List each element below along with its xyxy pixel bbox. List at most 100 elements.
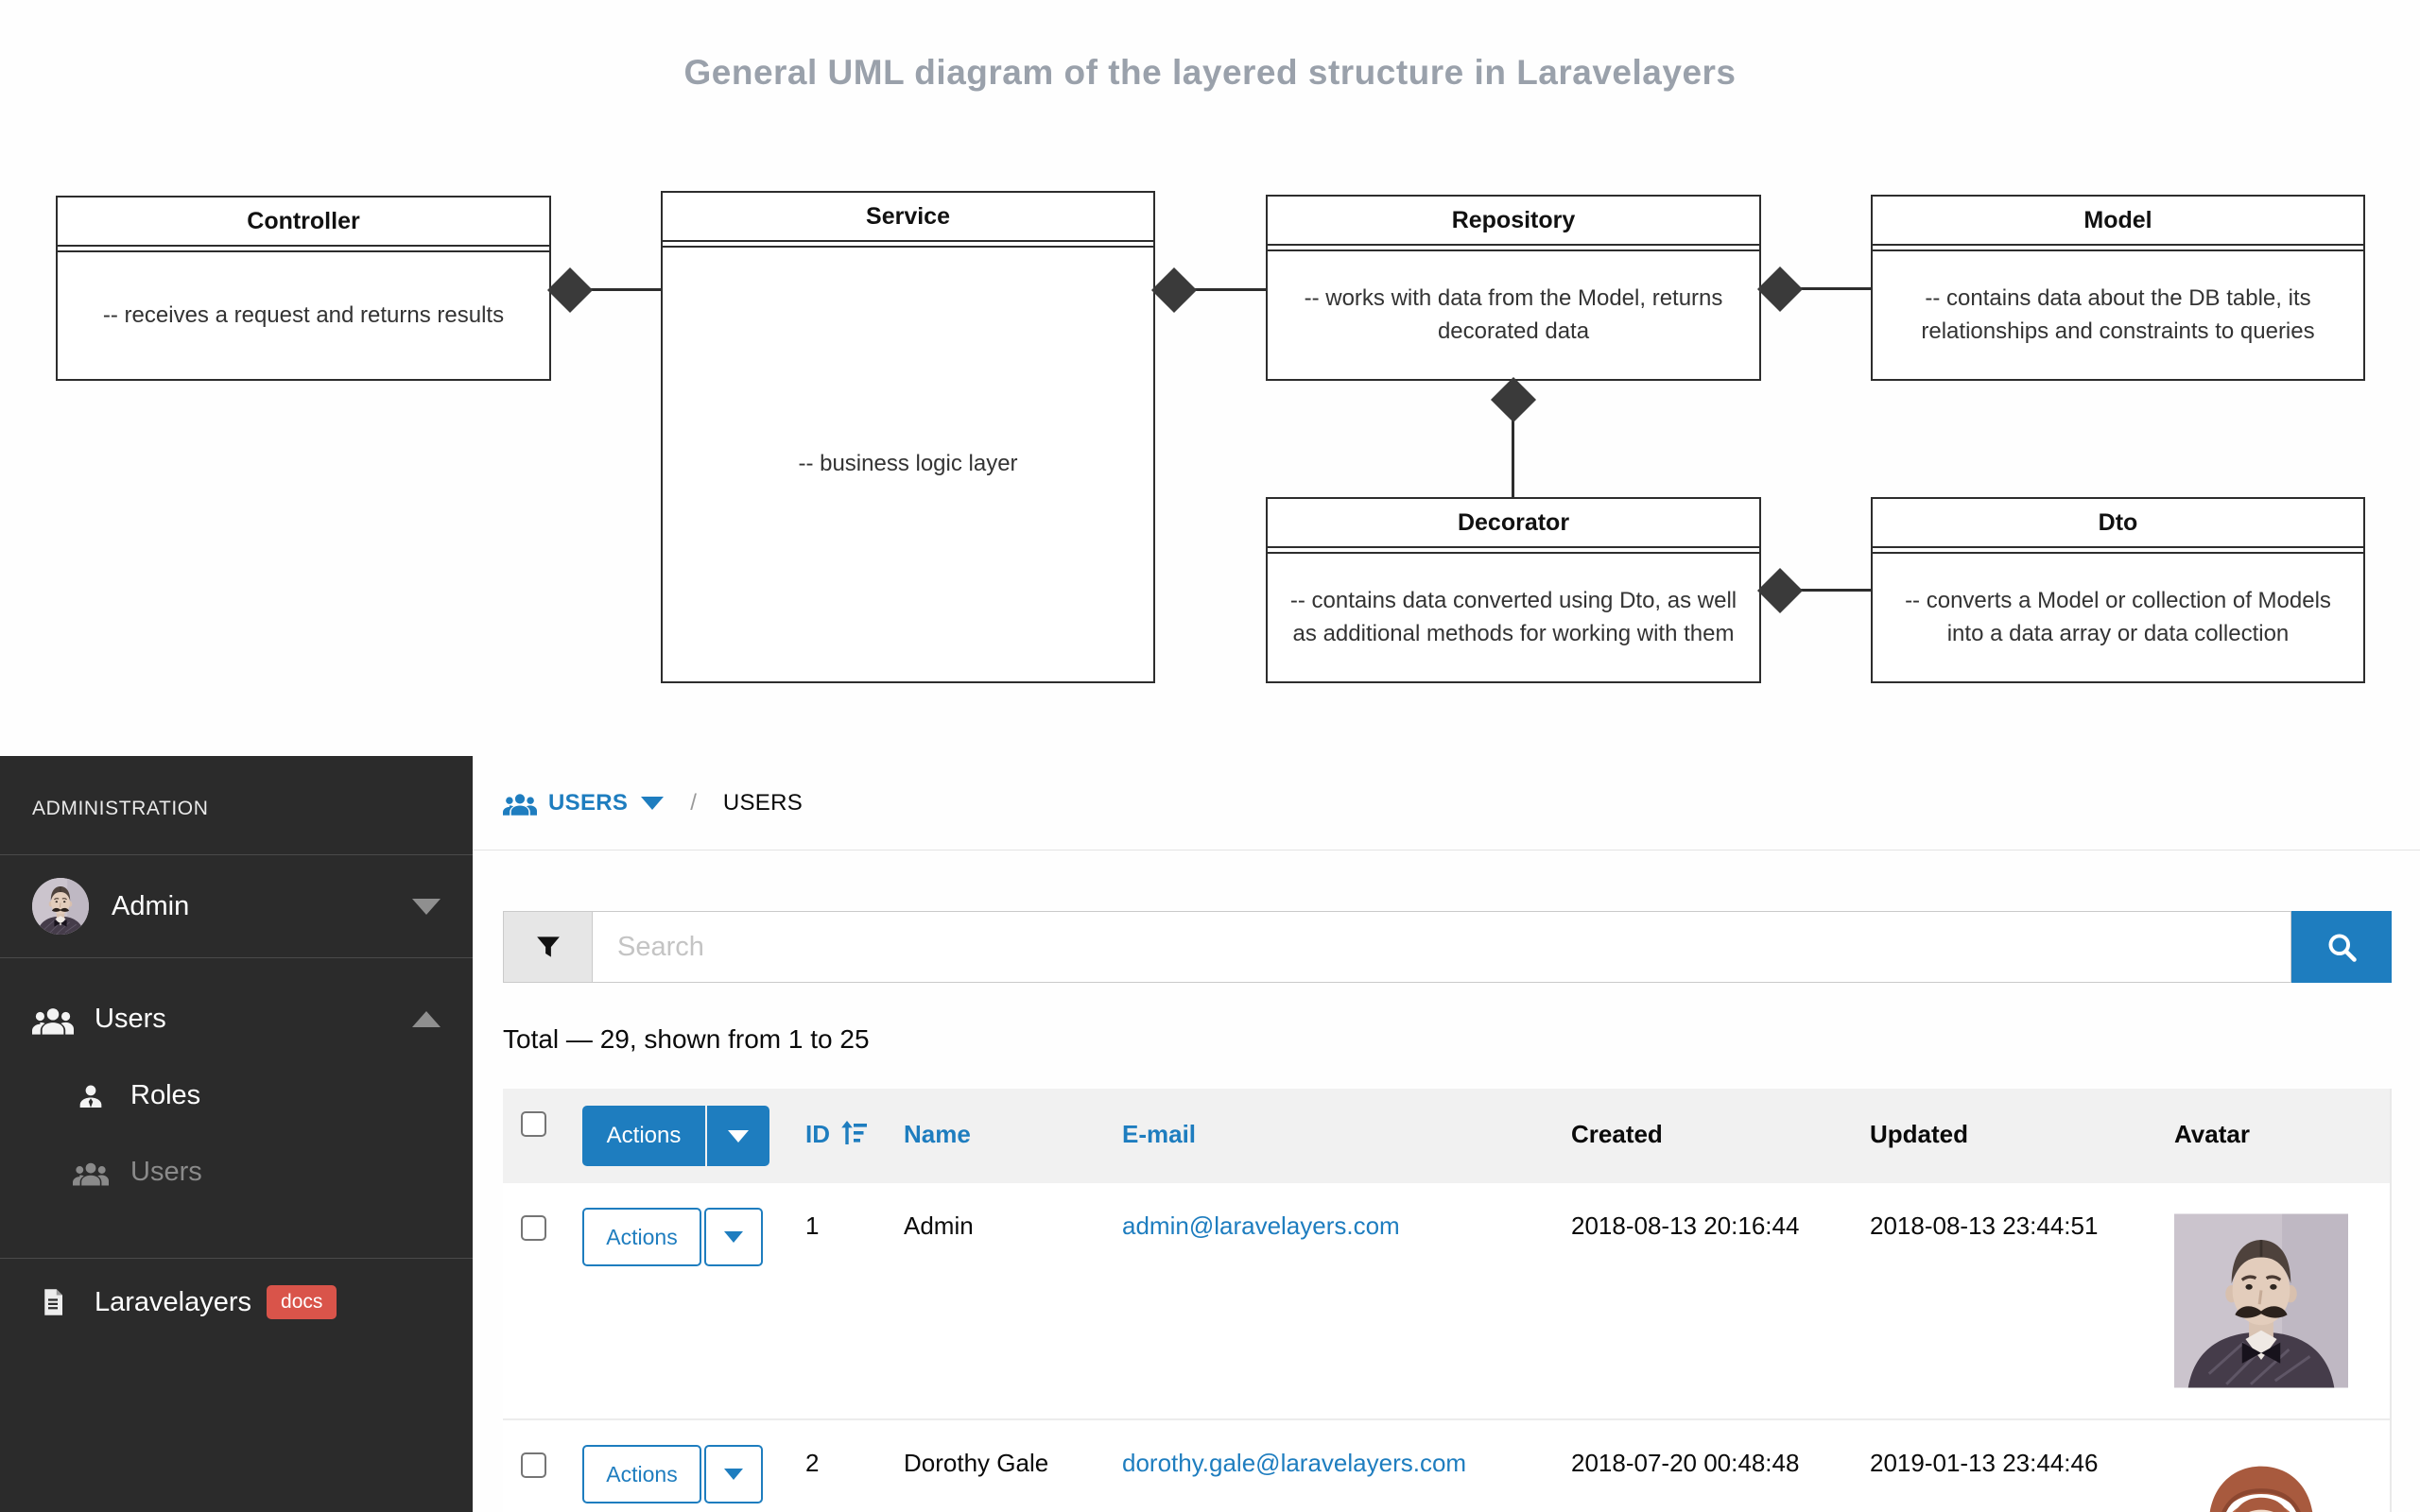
sidebar-user-menu[interactable]: Admin (0, 855, 473, 957)
aggregation-diamond (1756, 567, 1804, 614)
sort-icon (841, 1121, 867, 1144)
aggregation-diamond (546, 266, 594, 314)
divider (0, 854, 473, 855)
uml-box-title: Repository (1268, 197, 1759, 246)
table-row: Actions 1 Admin admin@laravelayers.com 2… (503, 1183, 2390, 1418)
cell-id: 2 (805, 1449, 820, 1477)
uml-box-repository: Repository -- works with data from the M… (1266, 195, 1761, 381)
sidebar-user-name: Admin (112, 890, 190, 921)
actions-dropdown-toggle[interactable] (704, 1208, 763, 1266)
user-avatar (32, 878, 89, 935)
connector-line (1512, 381, 1514, 497)
cell-name: Dorothy Gale (904, 1449, 1049, 1477)
uml-box-decorator: Decorator -- contains data converted usi… (1266, 497, 1761, 683)
uml-box-title: Dto (1873, 499, 2363, 548)
divider (0, 957, 473, 958)
sidebar-subitem-label: Roles (130, 1080, 201, 1110)
sidebar-item-users[interactable]: Users (0, 987, 473, 1052)
cell-email-link[interactable]: dorothy.gale@laravelayers.com (1122, 1449, 1467, 1477)
sidebar-section-label: ADMINISTRATION (32, 798, 209, 819)
sidebar: ADMINISTRATION (0, 756, 473, 1512)
actions-dropdown-toggle[interactable] (707, 1106, 769, 1166)
person-icon (72, 1082, 110, 1110)
breadcrumb-users-menu[interactable]: USERS (503, 789, 665, 816)
uml-box-body: -- contains data converted using Dto, as… (1268, 552, 1759, 681)
admin-panel: ADMINISTRATION (0, 756, 2420, 1512)
breadcrumb-current: USERS (722, 789, 804, 816)
search-icon (2328, 934, 2357, 962)
column-header-name[interactable]: Name (904, 1120, 971, 1148)
chevron-up-icon (412, 1011, 441, 1027)
connector-line (1187, 288, 1266, 291)
search-toolbar (503, 911, 2392, 983)
uml-box-body: -- business logic layer (663, 246, 1153, 681)
row-checkbox[interactable] (521, 1452, 546, 1478)
aggregation-diamond (1756, 266, 1804, 313)
results-summary: Total — 29, shown from 1 to 25 (503, 1024, 870, 1054)
uml-box-controller: Controller -- receives a request and ret… (56, 196, 551, 381)
filter-icon (536, 936, 560, 957)
divider (0, 1258, 473, 1259)
user-avatar-photo (2174, 1445, 2348, 1512)
connector-line (1793, 287, 1871, 290)
uml-box-body: -- contains data about the DB table, its… (1873, 249, 2363, 379)
bulk-actions-button: Actions (582, 1106, 769, 1166)
column-header-created: Created (1571, 1120, 1663, 1148)
uml-box-title: Decorator (1268, 499, 1759, 548)
sidebar-subitem-users[interactable]: Users (0, 1140, 473, 1205)
row-checkbox[interactable] (521, 1215, 546, 1241)
user-avatar-photo (2174, 1213, 2348, 1388)
uml-box-model: Model -- contains data about the DB tabl… (1871, 195, 2365, 381)
select-all-checkbox[interactable] (521, 1111, 546, 1137)
uml-box-title: Model (1873, 197, 2363, 246)
diagram-title: General UML diagram of the layered struc… (683, 53, 1737, 92)
cell-updated: 2019-01-13 23:44:46 (1870, 1449, 2099, 1477)
aggregation-diamond (1490, 376, 1537, 423)
sidebar-item-label: Laravelayers (95, 1286, 252, 1317)
uml-box-body: -- works with data from the Model, retur… (1268, 249, 1759, 379)
column-header-email[interactable]: E-mail (1122, 1120, 1197, 1148)
main-content: USERS / USERS Total — 29, shown (473, 756, 2420, 1512)
actions-button[interactable]: Actions (582, 1445, 701, 1503)
uml-box-title: Controller (58, 198, 549, 247)
cell-email-link[interactable]: admin@laravelayers.com (1122, 1211, 1400, 1240)
actions-button[interactable]: Actions (582, 1106, 705, 1166)
search-input[interactable] (592, 911, 2291, 983)
uml-diagram: General UML diagram of the layered struc… (56, 53, 2365, 683)
group-icon (503, 793, 537, 816)
chevron-down-icon (412, 898, 441, 915)
table-header-row: Actions ID Name E-m (503, 1089, 2390, 1183)
uml-box-body: -- receives a request and returns result… (58, 250, 549, 379)
document-icon (32, 1286, 74, 1318)
cell-created: 2018-07-20 00:48:48 (1571, 1449, 1800, 1477)
caret-down-icon (724, 1231, 743, 1243)
sidebar-item-label: Users (95, 1004, 166, 1034)
filter-button[interactable] (503, 911, 592, 983)
breadcrumb: USERS / USERS (473, 756, 2420, 850)
row-actions-button: Actions (582, 1445, 763, 1503)
caret-down-icon (641, 796, 665, 810)
group-icon (72, 1160, 110, 1186)
cell-created: 2018-08-13 20:16:44 (1571, 1211, 1800, 1240)
group-icon (32, 1005, 74, 1035)
sidebar-subitem-label: Users (130, 1157, 202, 1187)
sidebar-menu: Users Roles (0, 958, 473, 1205)
search-button[interactable] (2291, 911, 2392, 983)
sidebar-subitem-roles[interactable]: Roles (0, 1063, 473, 1128)
caret-down-icon (724, 1469, 743, 1480)
aggregation-diamond (1150, 266, 1198, 314)
uml-box-title: Service (663, 193, 1153, 242)
sidebar-item-laravelayers-docs[interactable]: Laravelayers docs (0, 1259, 473, 1346)
cell-id: 1 (805, 1211, 820, 1240)
column-header-avatar: Avatar (2174, 1120, 2250, 1148)
actions-button[interactable]: Actions (582, 1208, 701, 1266)
connector-line (1793, 589, 1871, 592)
connector-line (583, 288, 661, 291)
actions-dropdown-toggle[interactable] (704, 1445, 763, 1503)
column-header-id[interactable]: ID (805, 1120, 868, 1149)
docs-badge: docs (267, 1285, 337, 1319)
column-header-updated: Updated (1870, 1120, 1968, 1148)
cell-updated: 2018-08-13 23:44:51 (1870, 1211, 2099, 1240)
breadcrumb-link-label: USERS (548, 789, 629, 816)
